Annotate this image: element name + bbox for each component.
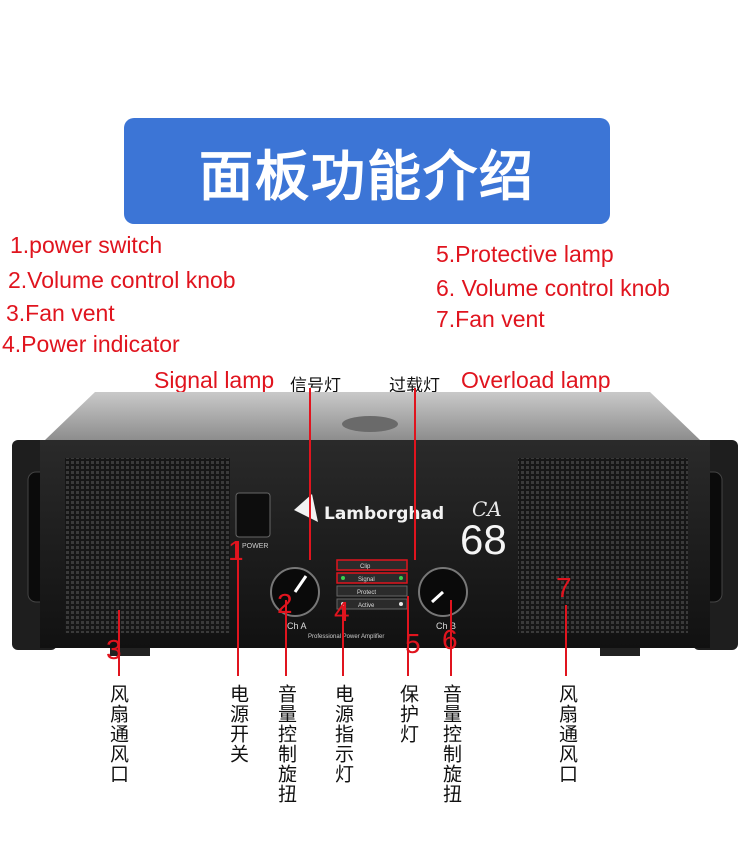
marker-3: 3: [106, 634, 122, 665]
overload-lamp-cn-label: 过载灯: [389, 376, 440, 396]
banner-title: 面板功能介绍: [199, 144, 535, 208]
top-screw: [342, 416, 398, 432]
indicator-active: Active: [358, 603, 375, 609]
legend-item-5: 5.Protective lamp: [436, 241, 614, 267]
indicator-protect: Protect: [357, 590, 376, 596]
channel-b-label: Ch B: [436, 621, 456, 631]
knob-a-leader: [285, 600, 287, 676]
top-cover: [45, 392, 700, 440]
power-indicator-leader: [342, 606, 344, 676]
power-indicator-label: 电源指示灯: [332, 684, 354, 784]
overload-lamp-label: Overload lamp: [461, 367, 611, 393]
right-fan-vent: [518, 458, 688, 633]
active-led-a: [341, 602, 345, 606]
signal-led-a: [341, 576, 345, 580]
power-switch-label: 电源开关: [227, 684, 249, 764]
amplifier-image: POWER Lamborghad CA 68 Ch A Ch B Clip Si…: [12, 392, 738, 656]
volume-knob-b-label: 音量控制旋扭: [440, 684, 462, 804]
marker-4: 4: [334, 596, 350, 627]
fan-vent-left-label: 风扇通风口: [107, 684, 129, 784]
indicator-signal: Signal: [358, 577, 375, 583]
left-fan-vent: [65, 458, 230, 633]
legend-item-3: 3.Fan vent: [6, 300, 115, 326]
overload-lamp-leader: [414, 388, 416, 560]
marker-5: 5: [405, 628, 421, 659]
product-subtitle: Professional Power Amplifier: [308, 634, 384, 640]
protect-lamp-leader: [407, 596, 409, 676]
signal-lamp-cn-label: 信号灯: [290, 376, 341, 396]
power-label: POWER: [242, 543, 268, 550]
legend-item-6: 6. Volume control knob: [436, 275, 670, 301]
volume-knob-a-label: 音量控制旋扭: [275, 684, 297, 804]
marker-1: 1: [228, 535, 244, 566]
signal-lamp-leader: [309, 388, 311, 560]
signal-lamp-label: Signal lamp: [154, 367, 275, 393]
active-led-b: [399, 602, 403, 606]
legend-item-7: 7.Fan vent: [436, 306, 545, 332]
indicator-clip: Clip: [360, 564, 371, 570]
model-prefix: CA: [472, 497, 502, 521]
power-switch[interactable]: [235, 492, 271, 538]
legend-item-2: 2.Volume control knob: [8, 267, 236, 293]
fan-vent-right-label: 风扇通风口: [556, 684, 578, 784]
knob-b-leader: [450, 600, 452, 676]
marker-2: 2: [277, 588, 293, 619]
fan-left-leader: [118, 610, 120, 676]
legend-item-1: 1.power switch: [10, 232, 163, 258]
title-banner: 面板功能介绍: [124, 118, 610, 224]
marker-7: 7: [556, 572, 572, 603]
brand-name: Lamborghad: [324, 504, 444, 524]
signal-led-b: [399, 576, 403, 580]
marker-6: 6: [442, 624, 458, 655]
model-number: 68: [460, 516, 507, 563]
power-switch-leader: [237, 541, 239, 676]
legend-item-4: 4.Power indicator: [2, 331, 180, 357]
brand-logo: [294, 494, 318, 522]
channel-a-label: Ch A: [287, 621, 307, 631]
protect-lamp-label: 保护灯: [397, 684, 419, 744]
fan-right-leader: [565, 605, 567, 676]
